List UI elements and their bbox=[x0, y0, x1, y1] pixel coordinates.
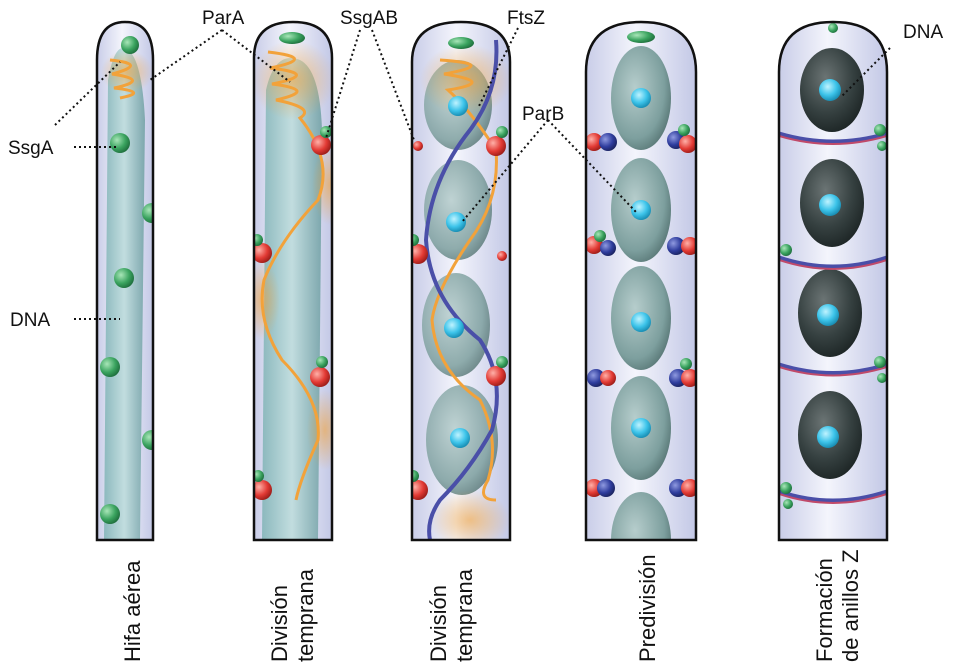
dna-core bbox=[448, 96, 468, 116]
label-ssgab: SsgAB bbox=[340, 8, 398, 29]
stage-label-5: Formación de anillos Z bbox=[812, 549, 863, 662]
ssga-dot bbox=[100, 504, 120, 524]
stage-4-line1: Predivisión bbox=[635, 554, 660, 662]
dna-core bbox=[631, 418, 651, 438]
stage-label-2: División temprana bbox=[267, 568, 318, 662]
label-ssga: SsgA bbox=[8, 138, 54, 159]
dna-core bbox=[450, 428, 470, 448]
dna-core bbox=[819, 194, 841, 216]
stage-2-line2: temprana bbox=[293, 568, 318, 662]
stage-2-line1: División bbox=[267, 585, 292, 662]
hypha-z-ring-formation bbox=[779, 22, 887, 540]
stage-label-4: Predivisión bbox=[635, 554, 660, 662]
label-dna-left: DNA bbox=[10, 310, 50, 331]
ssga-dot bbox=[121, 36, 139, 54]
hypha-predivision bbox=[585, 22, 699, 588]
label-para: ParA bbox=[202, 8, 245, 29]
stage-3-line1: División bbox=[426, 585, 451, 662]
stage-5-line1: Formación bbox=[812, 558, 837, 662]
hypha-early-division-2 bbox=[407, 22, 512, 550]
ssga-dot bbox=[114, 268, 134, 288]
hypha-early-division-1 bbox=[244, 22, 348, 540]
stage-1-line1: Hifa aérea bbox=[120, 560, 145, 662]
dna-core bbox=[631, 200, 651, 220]
dna-core bbox=[631, 88, 651, 108]
dna-core bbox=[631, 312, 651, 332]
dna-core bbox=[817, 304, 839, 326]
dna-core bbox=[444, 318, 464, 338]
stage-5-line2: de anillos Z bbox=[838, 549, 863, 662]
label-parb: ParB bbox=[522, 104, 564, 125]
dna-core bbox=[446, 212, 466, 232]
ssga-dot bbox=[100, 357, 120, 377]
stage-label-3: División temprana bbox=[426, 568, 477, 662]
ssgab-cap bbox=[279, 32, 305, 44]
label-ftsz: FtsZ bbox=[507, 8, 545, 29]
hypha-aerial bbox=[97, 22, 162, 540]
dna-filament bbox=[104, 48, 145, 540]
stage-3-line2: temprana bbox=[452, 568, 477, 662]
ssga-dot bbox=[110, 133, 130, 153]
dna-core bbox=[819, 79, 841, 101]
label-dna-top: DNA bbox=[903, 22, 943, 43]
stage-label-1: Hifa aérea bbox=[120, 560, 145, 662]
dna-core bbox=[817, 426, 839, 448]
